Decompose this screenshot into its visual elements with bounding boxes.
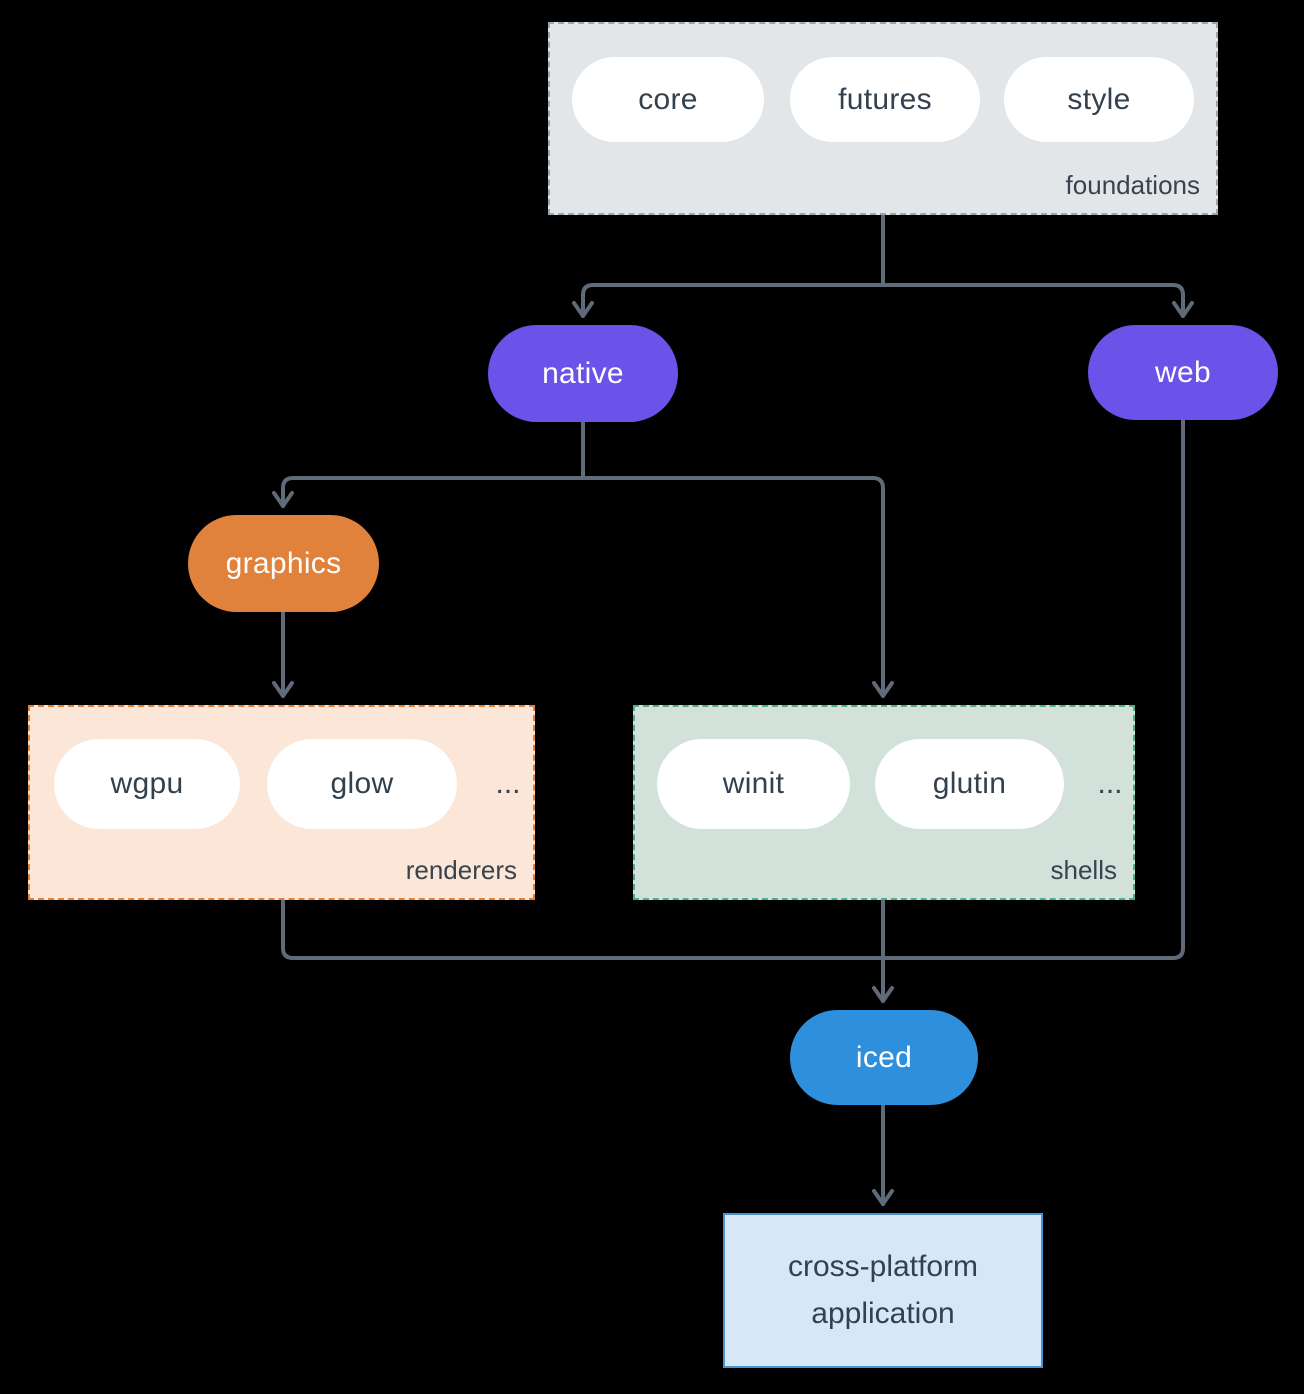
edge-renderers-merge bbox=[281, 898, 885, 960]
node-glow: glow bbox=[267, 739, 457, 829]
node-cross-platform-application: cross-platform application bbox=[723, 1213, 1043, 1368]
node-web: web bbox=[1088, 325, 1278, 420]
node-iced: iced bbox=[790, 1010, 978, 1105]
node-glutin: glutin bbox=[875, 739, 1064, 829]
node-style: style bbox=[1004, 57, 1194, 142]
edge-foundations-web bbox=[881, 283, 1194, 318]
foundations-label: foundations bbox=[1065, 170, 1200, 200]
edge-foundations-native bbox=[572, 283, 885, 318]
shells-group: winit glutin ... shells bbox=[633, 705, 1135, 900]
node-wgpu: wgpu bbox=[54, 739, 240, 829]
foundations-group: core futures style foundations bbox=[548, 22, 1218, 215]
shells-ellipsis: ... bbox=[1097, 767, 1123, 800]
node-winit: winit bbox=[657, 739, 850, 829]
edge-native-graphics bbox=[272, 476, 585, 508]
node-native: native bbox=[488, 325, 678, 422]
edge-native-shells bbox=[581, 476, 894, 698]
node-futures: futures bbox=[790, 57, 980, 142]
shells-label: shells bbox=[1050, 855, 1117, 885]
edge-web-merge bbox=[881, 418, 1185, 960]
renderers-ellipsis: ... bbox=[495, 767, 521, 800]
node-graphics: graphics bbox=[188, 515, 379, 612]
renderers-label: renderers bbox=[405, 855, 517, 885]
renderers-group: wgpu glow ... renderers bbox=[28, 705, 535, 900]
node-core: core bbox=[572, 57, 764, 142]
